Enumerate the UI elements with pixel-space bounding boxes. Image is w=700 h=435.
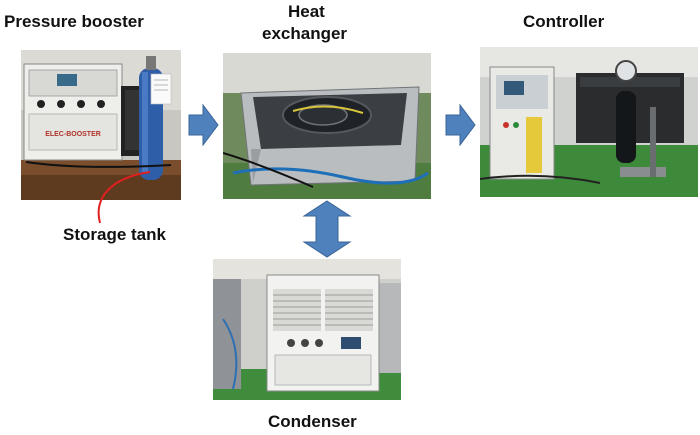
heat-exchanger-label-line1: Heat bbox=[288, 2, 325, 21]
condenser-photo bbox=[213, 259, 401, 400]
arrow-exchanger-to-controller bbox=[445, 104, 476, 146]
booster-panel-text: ELEC-BOOSTER bbox=[45, 131, 101, 138]
pressure-booster-photo: ELEC-BOOSTER bbox=[21, 50, 181, 200]
arrow-exchanger-condenser-bidirectional bbox=[302, 200, 352, 258]
controller-photo bbox=[480, 47, 698, 197]
pressure-booster-label: Pressure booster bbox=[4, 12, 144, 31]
callout-curve bbox=[97, 171, 151, 224]
arrow-booster-to-exchanger bbox=[188, 104, 219, 146]
heat-exchanger-photo bbox=[223, 53, 431, 199]
storage-tank-label: Storage tank bbox=[63, 225, 166, 244]
heat-exchanger-label-line2: exchanger bbox=[262, 24, 348, 43]
condenser-label: Condenser bbox=[268, 412, 357, 431]
controller-label: Controller bbox=[523, 12, 605, 31]
